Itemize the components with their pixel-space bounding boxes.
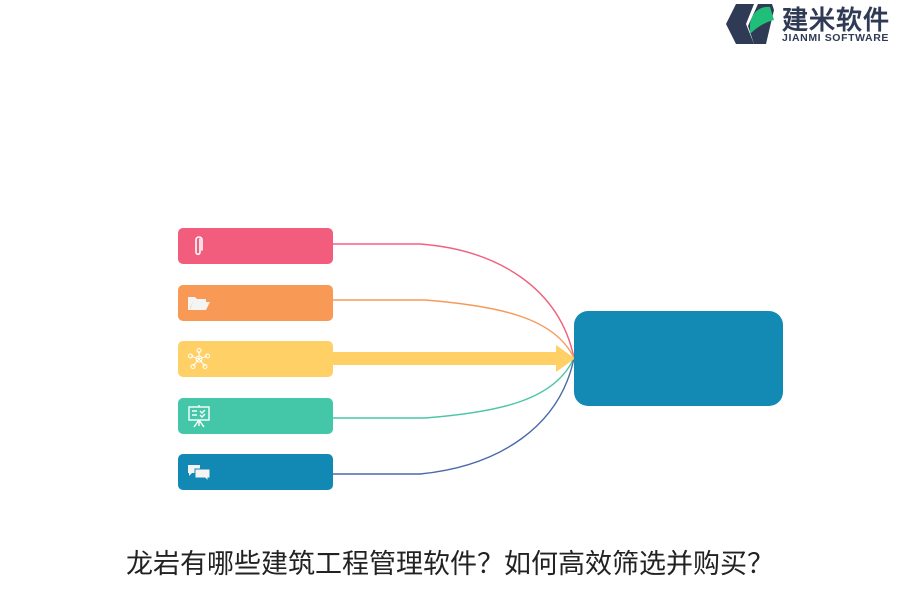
paperclip-icon (195, 236, 203, 256)
arrow-shaft (330, 352, 558, 365)
logo-name-en: JIANMI SOFTWARE (782, 32, 890, 44)
node-5[interactable] (178, 454, 333, 490)
network-icon (188, 348, 210, 369)
node-3[interactable] (178, 341, 333, 377)
folder-open-icon (188, 297, 210, 310)
logo-mark-icon (726, 4, 774, 44)
node-4[interactable] (178, 398, 333, 434)
chat-bubbles-icon (188, 465, 211, 483)
node-2[interactable] (178, 285, 333, 321)
presentation-board-icon (188, 405, 210, 428)
page-caption: 龙岩有哪些建筑工程管理软件？如何高效筛选并购买？ (126, 549, 774, 580)
logo-name-cn: 建米软件 (782, 6, 891, 36)
center-node[interactable] (574, 311, 783, 406)
connector-4 (333, 357, 575, 419)
connector-5 (333, 357, 575, 475)
connector-2 (333, 299, 575, 359)
node-1[interactable] (178, 228, 333, 264)
connector-1 (333, 243, 575, 359)
brand-logo: 建米软件 JIANMI SOFTWARE (724, 2, 900, 46)
arrow-head (556, 345, 575, 372)
